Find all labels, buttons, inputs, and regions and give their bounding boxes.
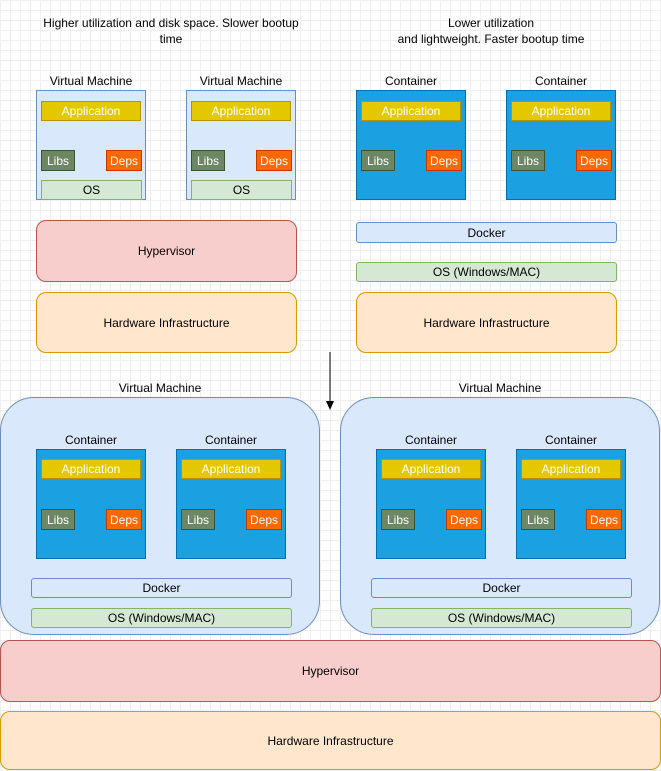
big-vm-1: Container Application Libs Deps Containe… xyxy=(0,397,320,635)
hypervisor-top: Hypervisor xyxy=(36,220,297,282)
big-vm-2-container-1-libs: Libs xyxy=(381,509,415,530)
big-vm-2-container-1-title: Container xyxy=(404,433,458,447)
vm-2-os: OS xyxy=(191,180,292,200)
vm-1-application: Application xyxy=(41,101,141,121)
vm-2-deps: Deps xyxy=(256,150,292,171)
container-1-libs: Libs xyxy=(361,150,395,171)
container-2-title: Container xyxy=(534,74,588,88)
big-vm-2-docker: Docker xyxy=(371,578,632,598)
big-vm-2-container-2-title: Container xyxy=(544,433,598,447)
container-caption-line2: and lightweight. Faster bootup time xyxy=(397,32,585,46)
big-vm-1-container-1-libs: Libs xyxy=(41,509,75,530)
container-2-application: Application xyxy=(511,101,611,121)
big-vm-1-container-2-deps: Deps xyxy=(246,509,282,530)
vm-1-title: Virtual Machine xyxy=(49,74,133,88)
big-vm-2-container-1: Application Libs Deps xyxy=(376,449,486,559)
big-vm-2: Container Application Libs Deps Containe… xyxy=(340,397,660,635)
vm-2-title: Virtual Machine xyxy=(199,74,283,88)
hardware-top-right: Hardware Infrastructure xyxy=(356,292,617,353)
vm-2-libs: Libs xyxy=(191,150,225,171)
big-vm-2-container-2: Application Libs Deps xyxy=(516,449,626,559)
hypervisor-bottom: Hypervisor xyxy=(0,640,661,702)
big-vm-2-container-2-libs: Libs xyxy=(521,509,555,530)
vm-2: Application Libs Deps OS xyxy=(186,90,296,200)
os-top: OS (Windows/MAC) xyxy=(356,262,617,282)
vm-1-libs: Libs xyxy=(41,150,75,171)
big-vm-2-container-1-deps: Deps xyxy=(446,509,482,530)
container-1-title: Container xyxy=(384,74,438,88)
vm-2-application: Application xyxy=(191,101,291,121)
container-2-deps: Deps xyxy=(576,150,612,171)
container-1-application: Application xyxy=(361,101,461,121)
big-vm-1-container-1-title: Container xyxy=(64,433,118,447)
big-vm-2-os: OS (Windows/MAC) xyxy=(371,608,632,628)
hardware-top-left: Hardware Infrastructure xyxy=(36,292,297,353)
docker-top: Docker xyxy=(356,222,617,243)
container-caption-line1: Lower utilization xyxy=(447,16,535,30)
big-vm-1-container-2-title: Container xyxy=(204,433,258,447)
big-vm-1-container-1: Application Libs Deps xyxy=(36,449,146,559)
vm-1-os: OS xyxy=(41,180,142,200)
big-vm-1-container-2: Application Libs Deps xyxy=(176,449,286,559)
down-arrow xyxy=(326,352,334,410)
container-2: Application Libs Deps xyxy=(506,90,616,200)
vm-1-deps: Deps xyxy=(106,150,142,171)
container-2-libs: Libs xyxy=(511,150,545,171)
big-vm-1-container-1-application: Application xyxy=(41,459,141,479)
big-vm-1-container-1-deps: Deps xyxy=(106,509,142,530)
container-1: Application Libs Deps xyxy=(356,90,466,200)
big-vm-2-container-2-deps: Deps xyxy=(586,509,622,530)
big-vm-2-container-1-application: Application xyxy=(381,459,481,479)
big-vm-1-docker: Docker xyxy=(31,578,292,598)
big-vm-2-title: Virtual Machine xyxy=(458,381,542,395)
container-1-deps: Deps xyxy=(426,150,462,171)
big-vm-1-container-2-libs: Libs xyxy=(181,509,215,530)
big-vm-1-title: Virtual Machine xyxy=(118,381,202,395)
hardware-bottom: Hardware Infrastructure xyxy=(0,711,661,770)
vm-caption: Higher utilization and disk space. Slowe… xyxy=(43,16,299,46)
big-vm-2-container-2-application: Application xyxy=(521,459,621,479)
vm-1: Application Libs Deps OS xyxy=(36,90,146,200)
big-vm-1-container-2-application: Application xyxy=(181,459,281,479)
big-vm-1-os: OS (Windows/MAC) xyxy=(31,608,292,628)
